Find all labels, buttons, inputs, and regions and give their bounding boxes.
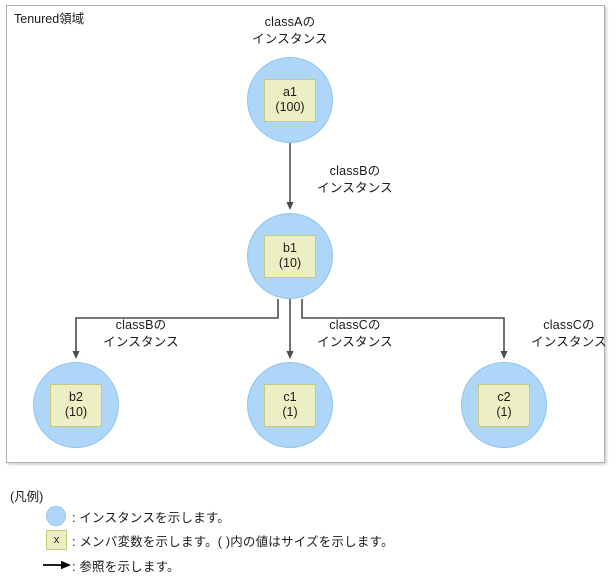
reference-arrow-icon [38,559,72,571]
member-name-b2: b2 [69,390,83,404]
member-size-c1: (1) [282,405,298,419]
edge-label-b1-line1: classBの [329,164,381,178]
legend-item-reference-text: : 参照を示します。 [72,559,180,574]
member-size-b2: (10) [64,405,88,419]
instance-node-c1[interactable]: c1 (1) [247,362,333,448]
member-variable-box-b1: b1 (10) [264,234,316,278]
member-name-a1: a1 [283,85,297,99]
member-variable-box-c2: c2 (1) [478,383,530,427]
instance-node-c2[interactable]: c2 (1) [461,362,547,448]
instance-node-b2[interactable]: b2 (10) [33,362,119,448]
member-size-a1: (100) [275,100,305,114]
member-name-b1: b1 [283,241,297,255]
edge-label-c1: classCの インスタンス [300,317,410,351]
legend-title: (凡例) [10,490,44,504]
edge-label-a1-line1: classAの [264,15,316,29]
tenured-region-label: Tenured領域 [14,12,85,26]
edge-label-b2: classBの インスタンス [86,317,196,351]
legend-item-reference: : 参照を示します。 [38,554,180,576]
member-variable-box-icon: x [38,530,72,550]
edge-label-b1: classBの インスタンス [300,163,410,197]
edge-label-b2-line1: classBの [115,318,167,332]
edge-label-c1-line1: classCの [329,318,381,332]
edge-label-c2-line1: classCの [543,318,595,332]
legend-item-instance-text: : インスタンスを示します。 [72,510,230,525]
edge-label-c2-line2: インスタンス [531,335,607,349]
edge-label-b2-line2: インスタンス [103,335,179,349]
edge-label-c1-line2: インスタンス [317,335,393,349]
legend-item-member-variable: x : メンバ変数を示します。( )内の値はサイズを示します。 [38,529,394,551]
member-variable-box-icon-label: x [46,530,67,550]
edge-label-a1: classAの インスタンス [230,14,350,48]
member-name-c1: c1 [283,390,297,404]
member-size-c2: (1) [496,405,512,419]
edge-label-a1-line2: インスタンス [252,32,328,46]
member-variable-box-c1: c1 (1) [264,383,316,427]
legend-item-instance: : インスタンスを示します。 [38,505,230,527]
legend-item-member-variable-text: : メンバ変数を示します。( )内の値はサイズを示します。 [72,534,394,549]
instance-circle-icon [38,506,72,526]
edge-label-b1-line2: インスタンス [317,181,393,195]
member-name-c2: c2 [497,390,511,404]
edge-label-c2: classCの インスタンス [514,317,616,351]
instance-node-b1[interactable]: b1 (10) [247,213,333,299]
instance-node-a1[interactable]: a1 (100) [247,57,333,143]
member-variable-box-b2: b2 (10) [50,383,102,427]
member-variable-box-a1: a1 (100) [264,78,316,122]
member-size-b1: (10) [278,256,302,270]
